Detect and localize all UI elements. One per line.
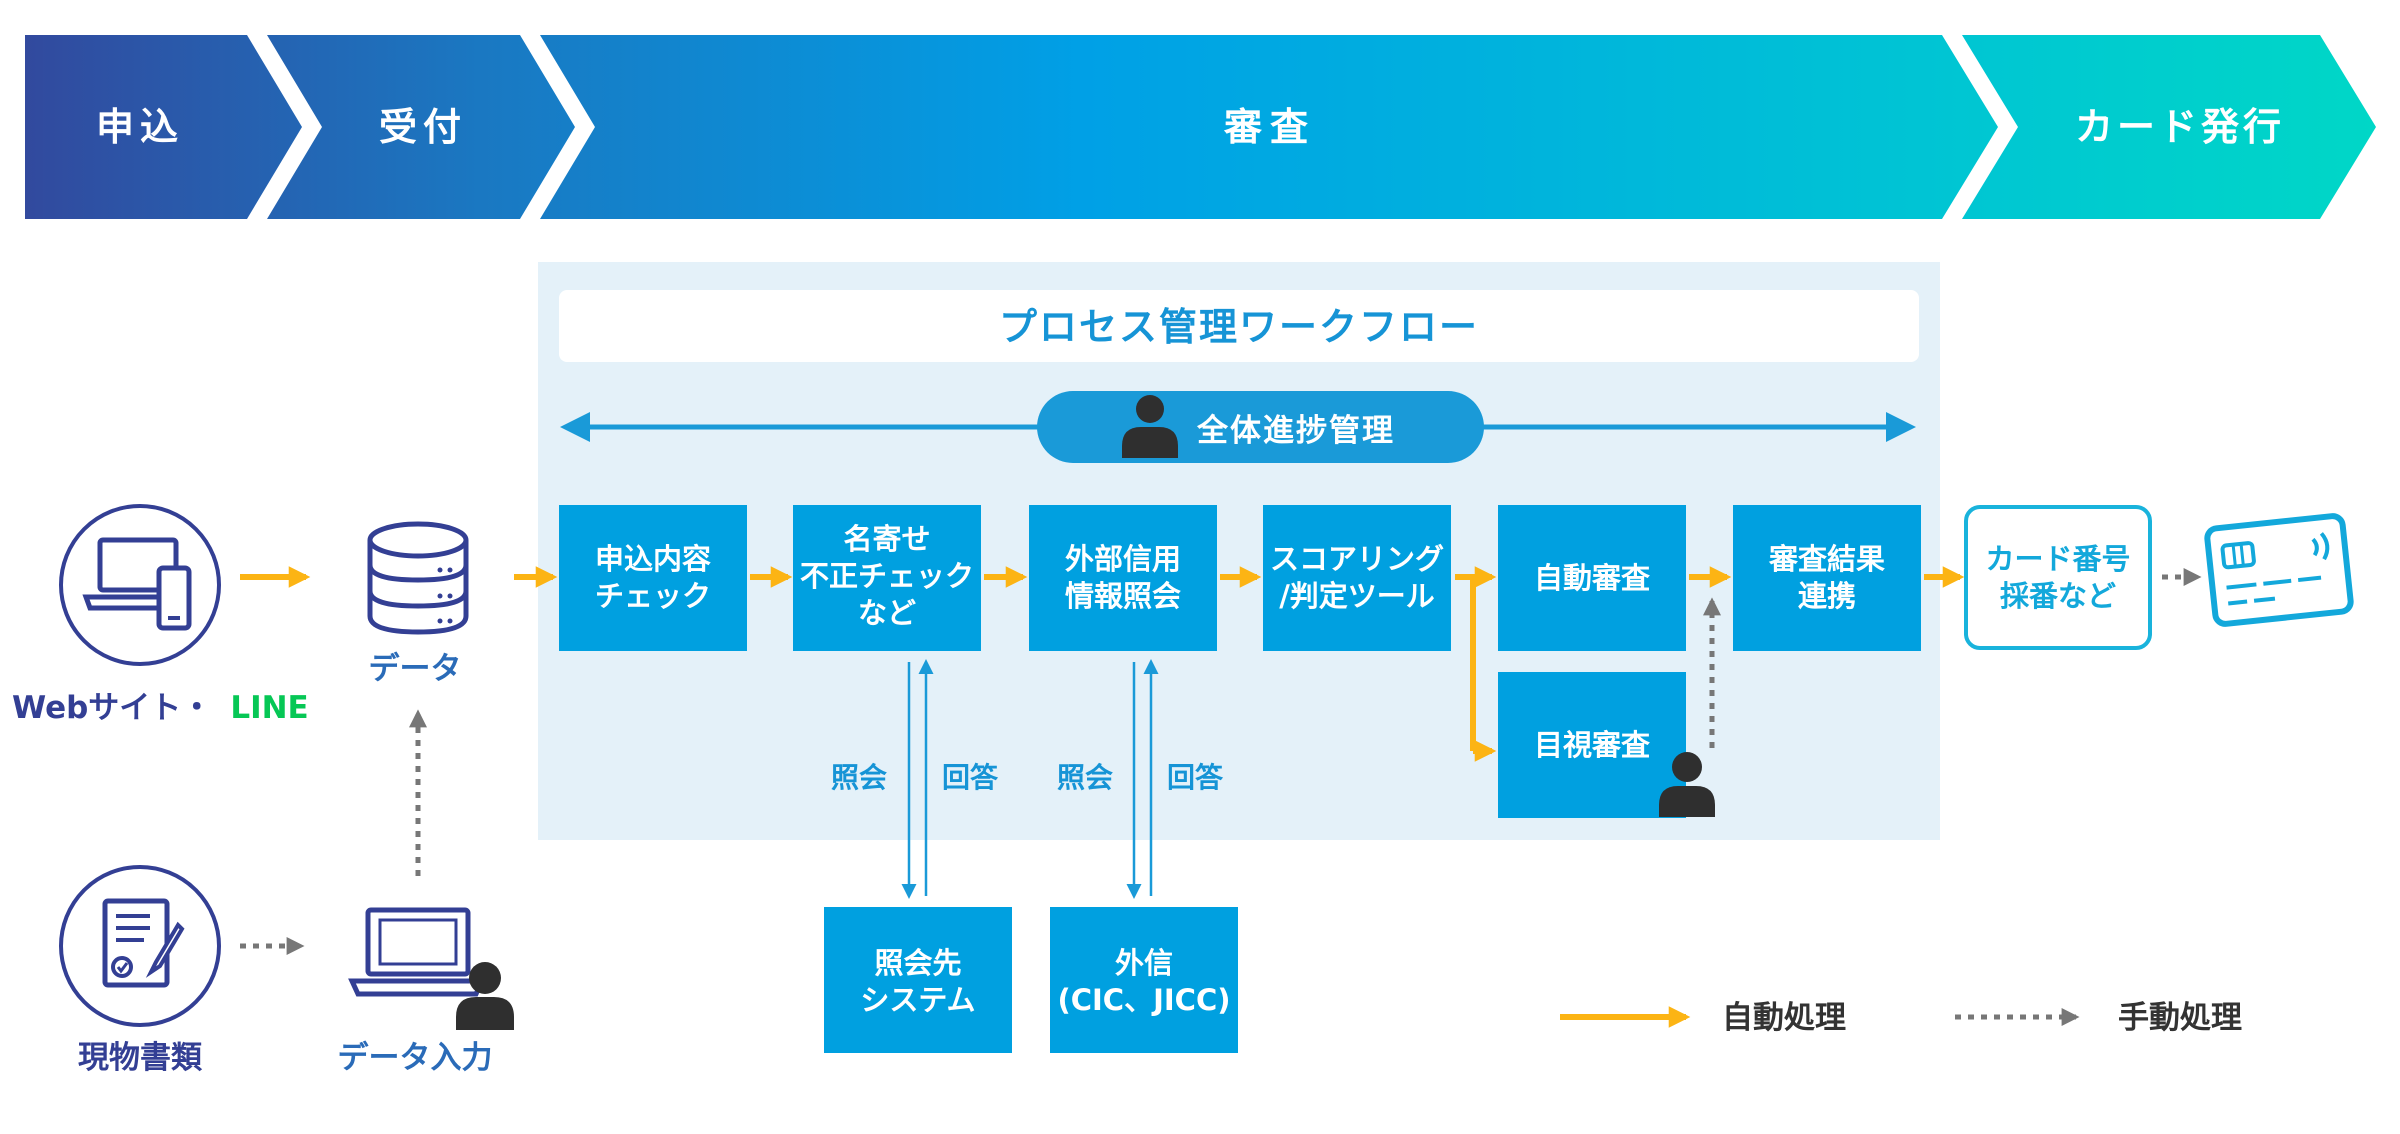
query-connectors	[901, 659, 1159, 899]
laptop-icon	[348, 907, 486, 997]
step-label-application-check-1: 申込内容	[595, 542, 711, 576]
external-label-inquiry-system-1: 照会先	[874, 946, 961, 980]
paper-document-icon	[59, 865, 221, 1027]
visual-review-person-icon	[1659, 752, 1715, 817]
manual-flow-arrows	[240, 568, 2202, 955]
external-label-credit-bureau-2: (CIC、JICC)	[1057, 983, 1230, 1017]
legend-manual-label: 手動処理	[2118, 1000, 2242, 1036]
stage-issue-chevron	[1962, 35, 2376, 219]
right-inquiry-label: 照会	[1057, 761, 1113, 794]
data-entry-label: データ入力	[338, 1040, 493, 1076]
step-label-scoring-2: /判定ツール	[1279, 579, 1435, 613]
database-icon	[367, 521, 469, 635]
step-box-result-link	[1733, 505, 1921, 651]
stage-review-label: 審査	[1223, 105, 1316, 149]
external-label-credit-bureau-1: 外信	[1115, 946, 1173, 980]
legend-auto-label: 自動処理	[1722, 1000, 1846, 1036]
step-label-external-credit-1: 外部信用	[1065, 542, 1181, 576]
card-number-box	[1964, 505, 2152, 650]
web-label: Webサイト・	[12, 690, 212, 726]
web-devices-icon	[59, 504, 221, 666]
step-box-scoring	[1263, 505, 1451, 651]
stage-bar: 申込 受付 審査 カード発行	[25, 35, 2376, 219]
step-box-name-matching	[793, 505, 981, 651]
stage-apply-label: 申込	[96, 105, 184, 149]
step-box-external-credit	[1029, 505, 1217, 651]
paper-documents-label: 現物書類	[78, 1040, 203, 1076]
card-number-label-1: カード番号	[1985, 542, 2130, 576]
web-channel-label: Webサイト・ LINE	[12, 690, 309, 726]
card-number-label-2: 採番など	[2000, 579, 2116, 613]
external-box-inquiry-system	[824, 907, 1012, 1053]
query-labels: 照会 回答 照会 回答	[831, 761, 1224, 794]
stage-issue-label: カード発行	[2075, 105, 2285, 149]
step-box-visual-review	[1498, 672, 1686, 818]
step-label-external-credit-2: 情報照会	[1065, 579, 1181, 613]
left-answer-label: 回答	[942, 761, 999, 794]
left-inquiry-label: 照会	[831, 761, 887, 794]
step-label-result-link-1: 審査結果	[1768, 542, 1885, 576]
step-label-name-matching-1: 名寄せ	[843, 522, 930, 556]
progress-label: 全体進捗管理	[1196, 413, 1395, 449]
stage-reception-chevron	[267, 35, 575, 219]
data-entry-person-icon	[456, 962, 514, 1030]
right-answer-label: 回答	[1167, 761, 1224, 794]
step-label-scoring-1: スコアリング	[1270, 542, 1444, 576]
step-label-result-link-2: 連携	[1798, 579, 1856, 613]
stage-apply-chevron	[25, 35, 302, 219]
progress-person-icon	[1122, 395, 1178, 458]
external-box-credit-bureau	[1050, 907, 1238, 1053]
step-box-auto-review	[1498, 505, 1686, 651]
auto-flow-arrows	[240, 566, 1965, 762]
workflow-title-box	[559, 290, 1919, 362]
line-label: LINE	[230, 690, 308, 726]
step-label-auto-review: 自動審査	[1534, 561, 1650, 595]
data-label: データ	[369, 651, 462, 687]
credit-card-icon	[2204, 513, 2354, 627]
stage-reception-label: 受付	[379, 105, 467, 149]
external-labels: 照会先 システム 外信 (CIC、JICC)	[860, 946, 1230, 1017]
step-label-name-matching-2: 不正チェック	[800, 559, 974, 593]
legend: 自動処理 手動処理	[1560, 1000, 2242, 1036]
workflow-title: プロセス管理ワークフロー	[999, 305, 1479, 349]
step-label-name-matching-3: など	[858, 596, 916, 630]
step-box-application-check	[559, 505, 747, 651]
step-label-visual-review: 目視審査	[1534, 728, 1650, 762]
step-label-application-check-2: チェック	[595, 579, 711, 613]
external-label-inquiry-system-2: システム	[860, 983, 975, 1017]
stage-review-chevron	[540, 35, 1998, 219]
step-boxes	[559, 505, 1921, 818]
step-labels: 申込内容 チェック 名寄せ 不正チェック など 外部信用 情報照会 スコアリング…	[595, 522, 1885, 762]
